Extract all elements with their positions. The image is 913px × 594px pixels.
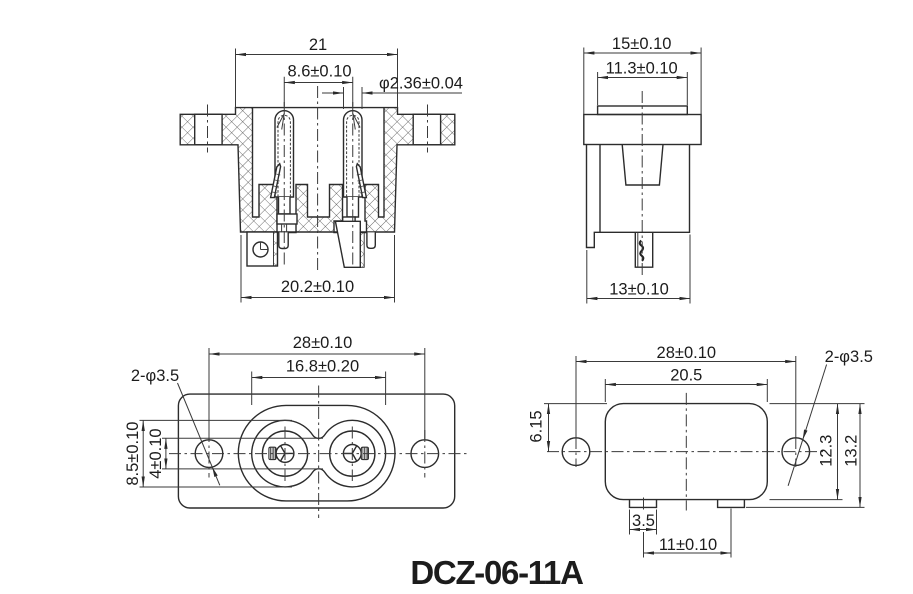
svg-text:13.2: 13.2 (843, 435, 861, 467)
svg-text:4±0.10: 4±0.10 (147, 428, 165, 478)
svg-text:8.5±0.10: 8.5±0.10 (124, 422, 142, 486)
svg-text:20.2±0.10: 20.2±0.10 (281, 278, 354, 296)
svg-text:28±0.10: 28±0.10 (293, 334, 353, 352)
svg-text:DCZ-06-11A: DCZ-06-11A (410, 554, 583, 591)
svg-text:φ2.36±0.04: φ2.36±0.04 (379, 75, 463, 93)
svg-text:15±0.10: 15±0.10 (612, 35, 672, 53)
svg-text:16.8±0.20: 16.8±0.20 (286, 358, 359, 376)
svg-text:11±0.10: 11±0.10 (659, 536, 717, 554)
svg-text:2-φ3.5: 2-φ3.5 (825, 348, 873, 366)
svg-text:6.15: 6.15 (528, 410, 546, 442)
svg-text:21: 21 (309, 36, 327, 54)
svg-text:8.6±0.10: 8.6±0.10 (287, 63, 351, 81)
svg-text:13±0.10: 13±0.10 (609, 280, 669, 298)
svg-text:20.5: 20.5 (670, 367, 702, 385)
svg-text:28±0.10: 28±0.10 (657, 344, 717, 362)
svg-text:11.3±0.10: 11.3±0.10 (606, 59, 678, 77)
svg-text:3.5: 3.5 (632, 512, 655, 530)
svg-text:12.3: 12.3 (818, 435, 836, 467)
svg-text:2-φ3.5: 2-φ3.5 (131, 367, 179, 385)
